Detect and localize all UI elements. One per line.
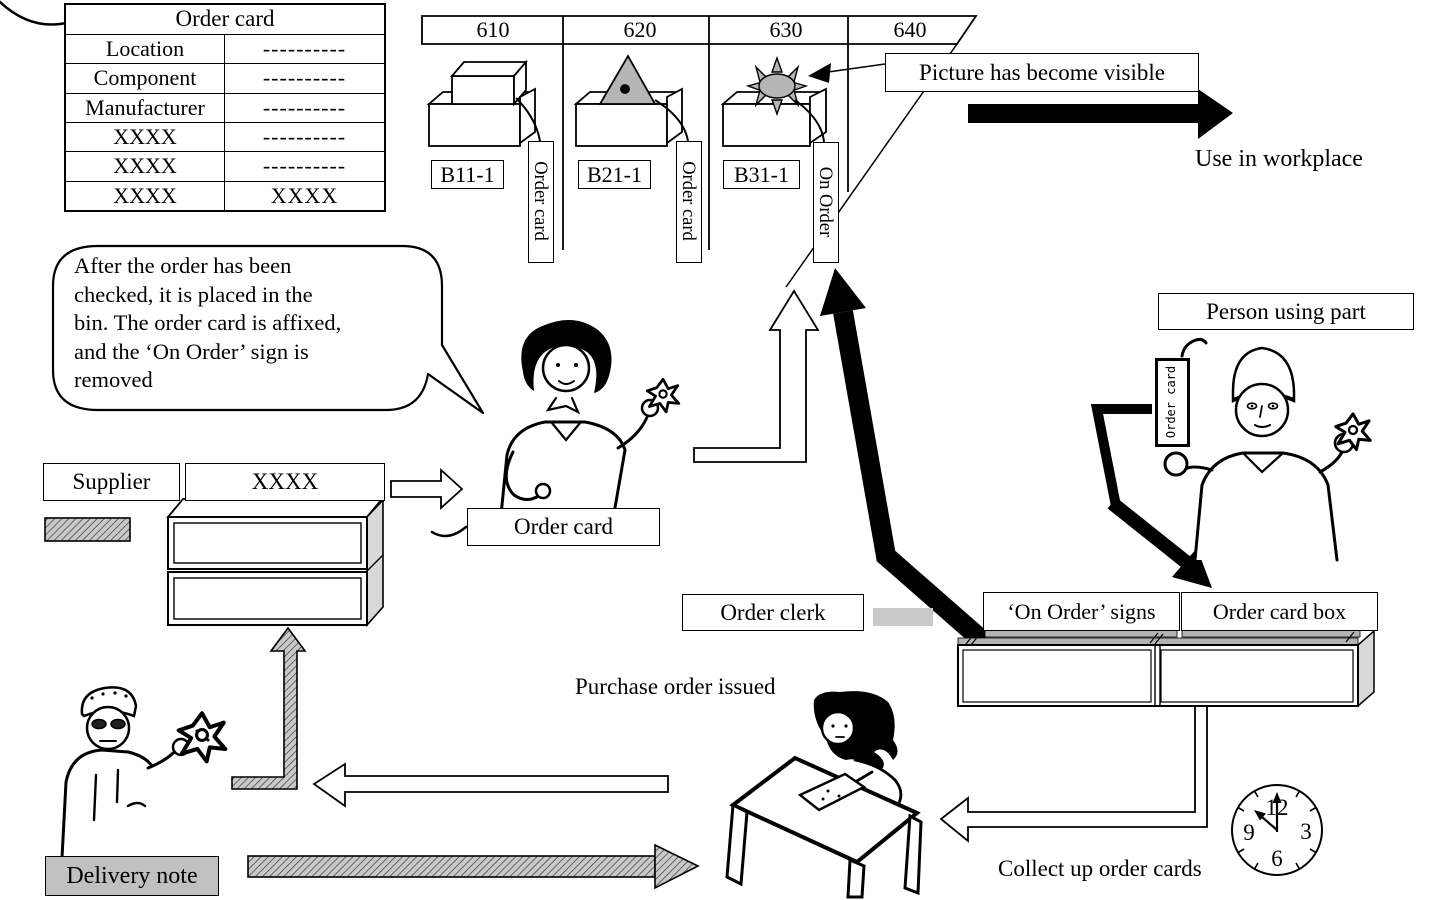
order-card-tag-1: Order card — [528, 141, 554, 263]
shelf-column-630: 630 — [769, 17, 803, 42]
place-in-bin-arrow — [693, 289, 820, 463]
shelf-column-640: 640 — [893, 17, 927, 42]
shelf-rack — [421, 15, 978, 288]
tag-string — [794, 99, 825, 143]
order-clerk-label: Order clerk — [682, 594, 864, 631]
clock-icon: 12 3 6 9 — [1231, 784, 1323, 876]
shelf-column-620: 620 — [623, 17, 657, 42]
table-row: XXXX XXXX — [66, 181, 384, 210]
table-row: Component ---------- — [66, 64, 384, 94]
sun-part — [745, 55, 809, 117]
order-card-table: Order card Location ---------- Component… — [64, 3, 386, 212]
bin-620 — [573, 54, 689, 147]
collect-order-cards-text: Collect up order cards — [998, 856, 1202, 881]
tag-text: Order card — [530, 161, 550, 241]
tag-string — [654, 99, 689, 142]
row-label: XXXX — [66, 152, 225, 181]
clock-3: 3 — [1300, 819, 1312, 844]
use-in-workplace-arrow — [968, 89, 1233, 139]
on-order-tag: On Order — [813, 142, 839, 263]
table-row: Manufacturer ---------- — [66, 93, 384, 123]
supplier-to-clerk-arrow — [390, 467, 464, 511]
order-card-table-title: Order card — [66, 5, 384, 35]
box-part-front — [451, 75, 515, 105]
order-to-supplier-arrow — [312, 762, 669, 808]
speech-bubble — [51, 244, 485, 415]
row-value: ---------- — [262, 94, 347, 120]
delivery-note-label: Delivery note — [45, 856, 219, 896]
supplier-hatch-strip — [44, 517, 131, 542]
tag-text: Order card — [678, 161, 698, 241]
bin-label-b21-1: B21-1 — [578, 160, 651, 189]
table-row: XXXX ---------- — [66, 122, 384, 153]
order-to-delivery-arrow — [247, 843, 700, 890]
use-in-workplace-text: Use in workplace — [1195, 146, 1363, 172]
row-label: Component — [66, 64, 225, 93]
clock-6: 6 — [1271, 846, 1283, 871]
row-value: ---------- — [262, 153, 347, 179]
picture-visible-label: Picture has become visible — [885, 53, 1199, 92]
delivery-person-illustration — [60, 686, 225, 860]
tag-text: On Order — [815, 166, 835, 238]
clock-9: 9 — [1243, 820, 1255, 845]
row-label: XXXX — [66, 181, 225, 210]
supplier-rack — [166, 497, 384, 628]
bubble-line: and the ‘On Order’ sign is — [74, 338, 309, 364]
shelf-column-610: 610 — [476, 17, 510, 42]
row-value: ---------- — [262, 124, 347, 150]
bubble-line: checked, it is placed in the — [74, 281, 313, 307]
row-value: ---------- — [262, 65, 347, 91]
purchase-order-issued-text: Purchase order issued — [575, 674, 776, 699]
desk-clerk-illustration — [725, 691, 923, 899]
on-order-signs-label: ‘On Order’ signs — [983, 592, 1180, 631]
box-to-desk-arrow — [939, 705, 1208, 843]
row-value: ---------- — [262, 36, 347, 62]
triangle-part — [598, 54, 657, 105]
on-order-and-card-box — [957, 628, 1375, 708]
person-using-part-label: Person using part — [1158, 293, 1414, 330]
bin-610 — [426, 59, 541, 147]
supplier-label: Supplier — [43, 463, 180, 501]
speech-bubble-text: After the order has been checked, it is … — [74, 252, 444, 395]
delivery-up-arrow — [231, 626, 307, 790]
picture-visible-arrow — [808, 63, 886, 83]
order-card-tag-2: Order card — [676, 141, 702, 263]
held-tag-text: Order card — [1164, 365, 1178, 439]
table-row: XXXX ---------- — [66, 152, 384, 182]
held-order-card-tag: Order card — [1155, 358, 1190, 447]
supplier-rack-label: XXXX — [185, 463, 385, 501]
order-clerk-gray-strip — [873, 608, 933, 626]
bubble-line: bin. The order card is affixed, — [74, 310, 342, 336]
bin-630 — [720, 55, 827, 147]
clock-12: 12 — [1266, 795, 1289, 820]
row-label: Location — [66, 34, 225, 64]
bin-label-b11-1: B11-1 — [431, 160, 504, 189]
row-label: XXXX — [66, 122, 225, 152]
bubble-line: After the order has been — [74, 253, 292, 278]
return-to-shelf-arrow — [820, 268, 990, 649]
row-value: XXXX — [270, 182, 339, 208]
card-to-box-arrow — [1090, 404, 1212, 588]
tag-string — [515, 97, 541, 142]
bin-label-b31-1: B31-1 — [723, 160, 800, 189]
row-label: Manufacturer — [66, 93, 225, 122]
order-clerk-illustration — [498, 320, 681, 527]
person-using-part-illustration — [1163, 337, 1372, 562]
order-card-label: Order card — [467, 508, 660, 546]
bubble-line: removed — [74, 367, 153, 393]
order-card-box-label: Order card box — [1181, 592, 1378, 631]
table-row: Location ---------- — [66, 34, 384, 65]
